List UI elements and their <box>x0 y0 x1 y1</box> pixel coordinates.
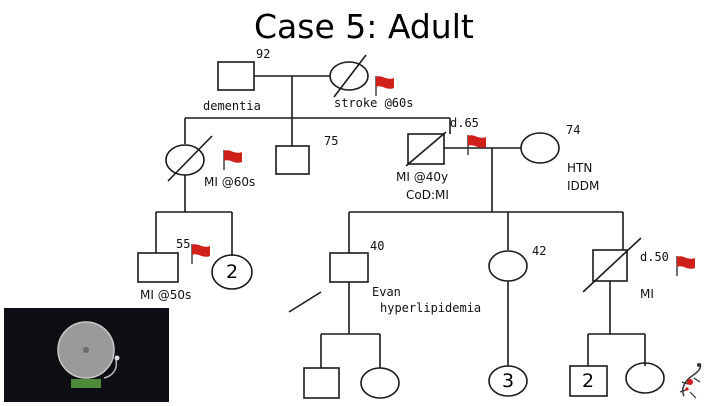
flags-group <box>191 76 695 276</box>
condition-label-evan-hyperlipidemia: hyperlipidemia <box>380 301 482 315</box>
death-label-father: d.65 <box>450 116 479 130</box>
red-flag-icon <box>191 244 210 264</box>
condition-label-brother-mi: MI <box>640 287 654 301</box>
gecko-logo-icon <box>679 363 702 399</box>
gen2-male-father <box>407 133 445 165</box>
gen3-male-cousin <box>137 252 179 283</box>
gen3-female-sister <box>488 250 528 282</box>
gen2-female-deceased-slash <box>167 135 213 182</box>
red-flag-icon <box>676 256 695 276</box>
red-flag-icon <box>223 150 242 170</box>
gen4-sister-children-group <box>488 365 528 397</box>
gen4-brother-sons-group <box>569 365 608 397</box>
slide-title: Case 5: Adult <box>254 7 474 46</box>
gen2-female-mother <box>520 132 560 164</box>
video-thumbnail[interactable] <box>4 308 169 402</box>
alarm-bell-icon <box>57 321 120 388</box>
sibs-count-cousins: 2 <box>225 261 239 283</box>
gen4-female-brother-daughter <box>625 362 665 394</box>
gen2-male-uncle <box>275 145 310 175</box>
condition-label-stroke: stroke @60s <box>334 96 414 110</box>
condition-label-cousin-mi: MI @50s <box>140 288 192 302</box>
gen4-female-evan-daughter <box>360 367 400 399</box>
age-label-evan: 40 <box>370 239 385 253</box>
age-label-grandfather: 92 <box>256 47 271 61</box>
death-label-brother: d.50 <box>640 250 669 264</box>
condition-label-mother-htn: HTN <box>567 161 593 175</box>
children-count-sister: 3 <box>501 370 515 392</box>
condition-label-dementia: dementia <box>203 99 261 113</box>
gen1-female-deceased-slash <box>333 54 367 98</box>
gen3-female-cousins-group <box>211 254 253 290</box>
gen1-male-grandfather <box>217 61 255 91</box>
name-label-evan: Evan <box>372 285 401 299</box>
red-flag-icon <box>467 135 486 155</box>
age-label-uncle: 75 <box>324 134 339 148</box>
condition-label-father-mi: MI @40y <box>396 170 449 184</box>
red-flag-icon <box>375 76 394 96</box>
gen3-male-deceased-slash <box>582 237 642 293</box>
gen2-male-deceased-slash <box>405 131 447 167</box>
age-label-sister: 42 <box>532 244 547 258</box>
children-count-brother: 2 <box>581 370 595 392</box>
proband-arrow <box>288 291 322 313</box>
condition-label-mother-iddm: IDDM <box>567 179 600 193</box>
condition-label-aunt-mi: MI @60s <box>204 175 256 189</box>
age-label-mother: 74 <box>566 123 581 137</box>
gen4-male-evan-son <box>303 367 340 399</box>
age-label-cousin: 55 <box>176 237 191 251</box>
gen3-male-brother <box>592 249 628 282</box>
cause-of-death-label-father: CoD:MI <box>406 188 449 202</box>
gen3-male-evan-proband <box>329 252 369 283</box>
